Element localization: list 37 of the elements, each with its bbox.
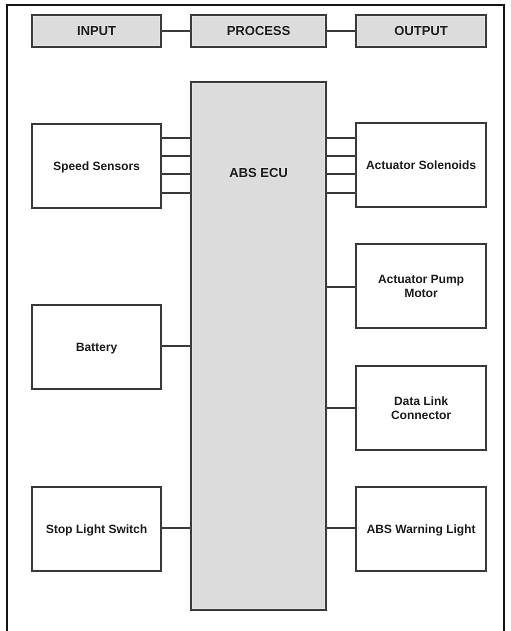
connector-line <box>162 30 190 32</box>
box-label: ABS ECU <box>229 165 288 181</box>
connector-line <box>162 527 190 529</box>
box-label: ABS Warning Light <box>366 522 476 536</box>
component-box <box>31 123 162 209</box>
connector-line <box>327 173 355 175</box>
component-box <box>355 486 487 572</box>
connector-line <box>162 137 190 139</box>
box-label: Actuator Solenoids <box>366 158 476 172</box>
connector-line <box>162 192 190 194</box>
component-box <box>355 243 487 329</box>
header-box <box>190 14 327 48</box>
box-label: PROCESS <box>226 23 290 39</box>
ecu-box <box>190 81 327 611</box>
component-box <box>31 486 162 572</box>
connector-line <box>327 155 355 157</box>
connector-line <box>327 30 355 32</box>
box-label: Battery <box>76 340 118 354</box>
box-label: Stop Light Switch <box>46 522 148 536</box>
connector-line <box>162 173 190 175</box>
component-box <box>31 304 162 390</box>
box-label: INPUT <box>77 23 116 39</box>
header-box <box>31 14 162 48</box>
box-label: Data Link Connector <box>390 394 452 422</box>
header-box <box>355 14 487 48</box>
connector-line <box>327 192 355 194</box>
connector-line <box>162 345 190 347</box>
box-label: Speed Sensors <box>53 158 140 174</box>
box-label: Actuator Pump Motor <box>376 272 465 300</box>
connector-line <box>162 155 190 157</box>
box-label: OUTPUT <box>394 23 448 39</box>
component-box <box>355 122 487 208</box>
connector-line <box>327 137 355 139</box>
connector-line <box>327 407 355 409</box>
connector-line <box>327 527 355 529</box>
connector-line <box>327 286 355 288</box>
component-box <box>355 365 487 451</box>
